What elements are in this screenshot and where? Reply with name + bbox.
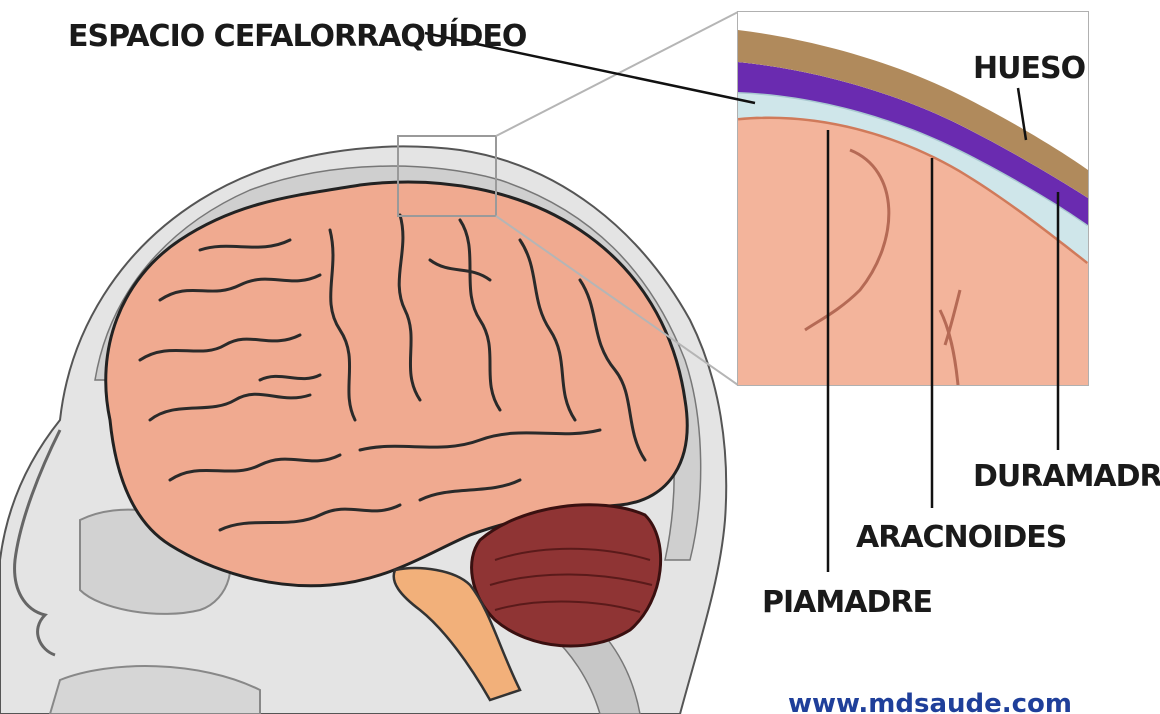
- watermark-url: www.mdsaude.com: [788, 689, 1072, 714]
- label-csf-space: ESPACIO CEFALORRAQUÍDEO: [68, 18, 526, 54]
- label-dura: DURAMADRE: [973, 459, 1160, 494]
- label-pia: PIAMADRE: [762, 585, 932, 620]
- label-arachnoid: ARACNOIDES: [856, 520, 1066, 555]
- label-bone: HUESO: [973, 51, 1085, 86]
